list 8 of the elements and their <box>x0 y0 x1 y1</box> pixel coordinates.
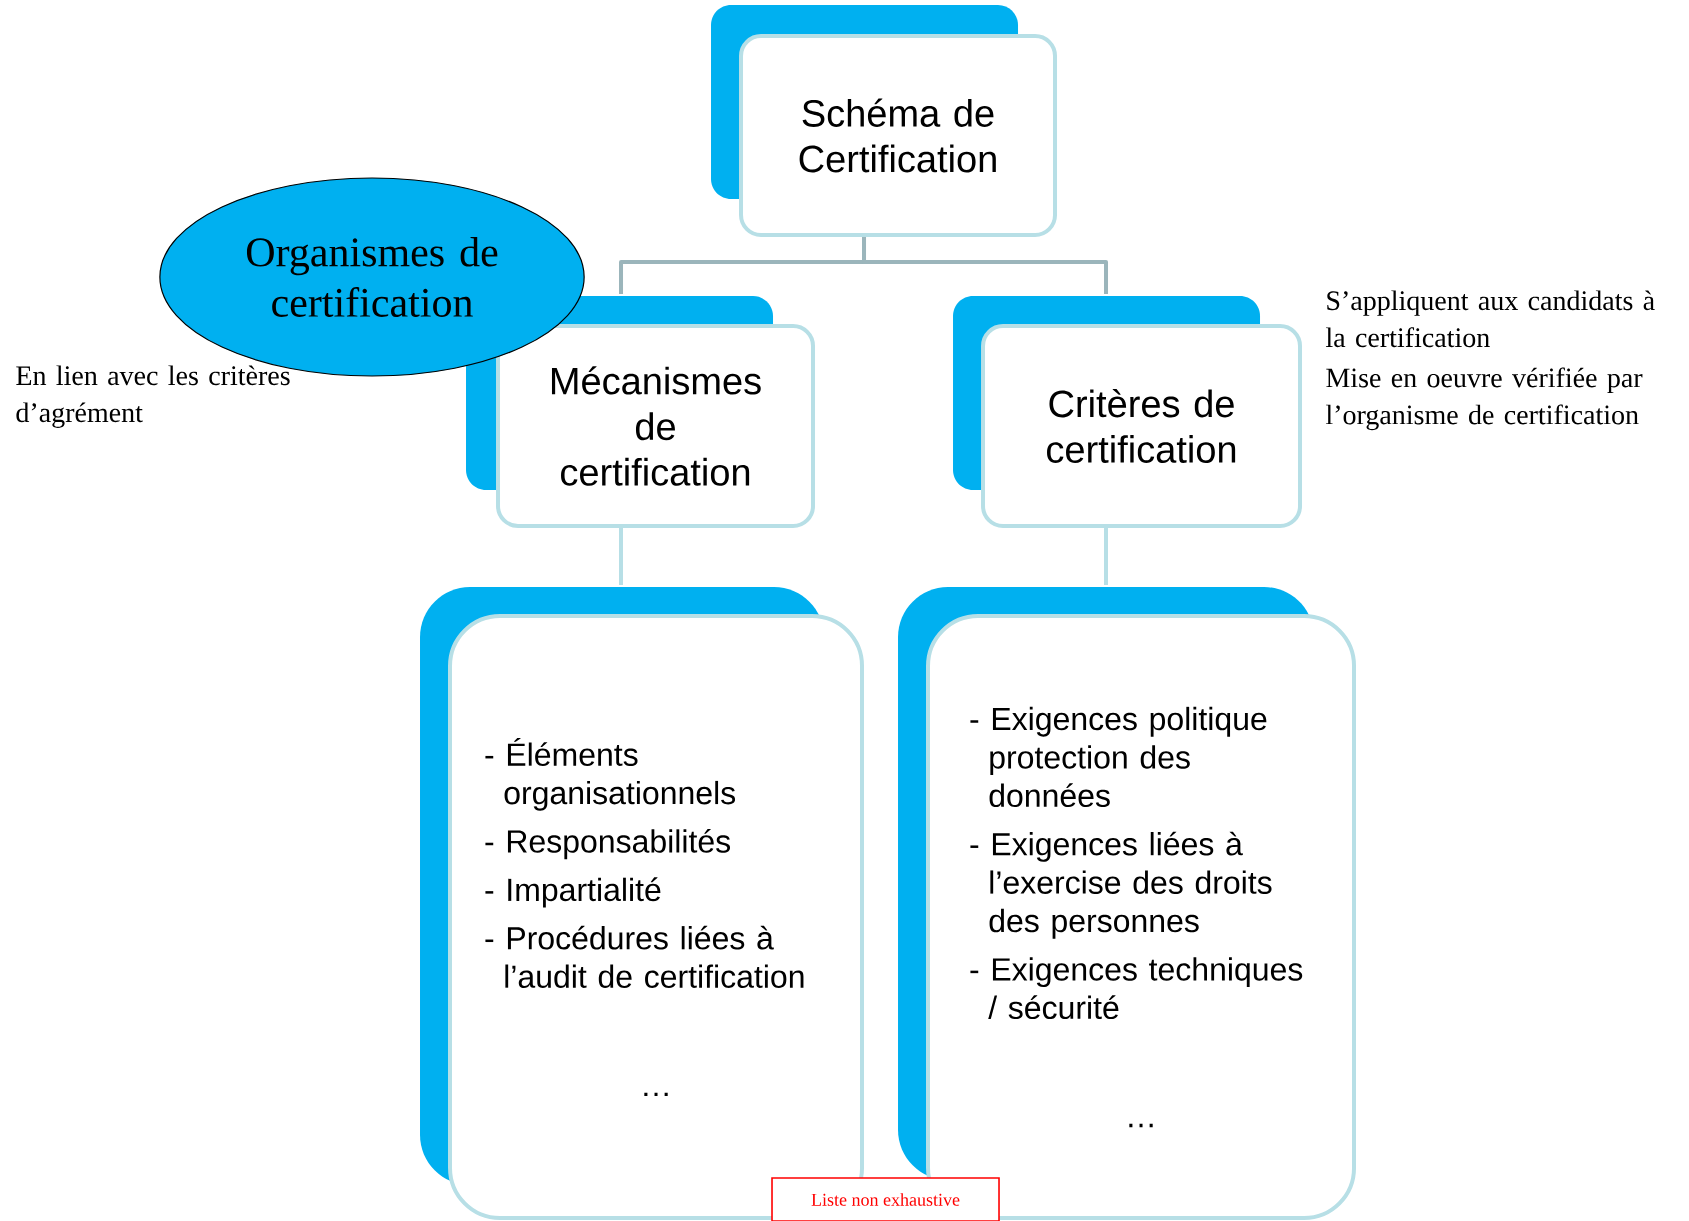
connector <box>862 237 1108 294</box>
connector <box>619 528 623 585</box>
card-box: Schéma de Certification <box>711 5 1057 237</box>
side-note: Mise en oeuvre vérifiée par l’organisme de certification <box>1326 367 1643 431</box>
side-note: S’appliquent aux candidats à la certification <box>1326 290 1655 348</box>
card-box: Critères de certification <box>953 296 1302 528</box>
connector <box>1104 528 1108 585</box>
note-box: Liste non exhaustive <box>771 1177 1000 1221</box>
